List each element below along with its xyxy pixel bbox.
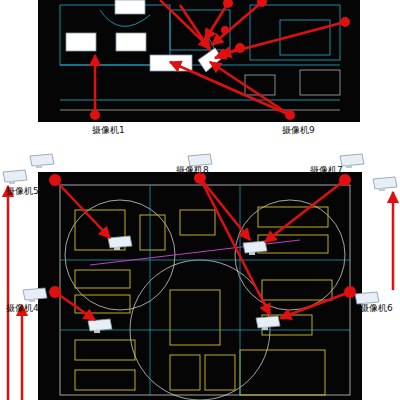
camera-label: 摄像机5	[6, 186, 39, 196]
floor-plan-panel	[38, 0, 360, 122]
site-plan-panel	[38, 172, 362, 400]
camera-label: 摄像机8	[176, 165, 209, 175]
camera-label: 摄像机9	[282, 125, 315, 135]
camera-label: 摄像机4	[6, 303, 39, 313]
camera-label: 摄像机1	[92, 125, 125, 135]
camera-label: 摄像机7	[310, 165, 343, 175]
camera-label: 摄像机6	[360, 303, 393, 313]
